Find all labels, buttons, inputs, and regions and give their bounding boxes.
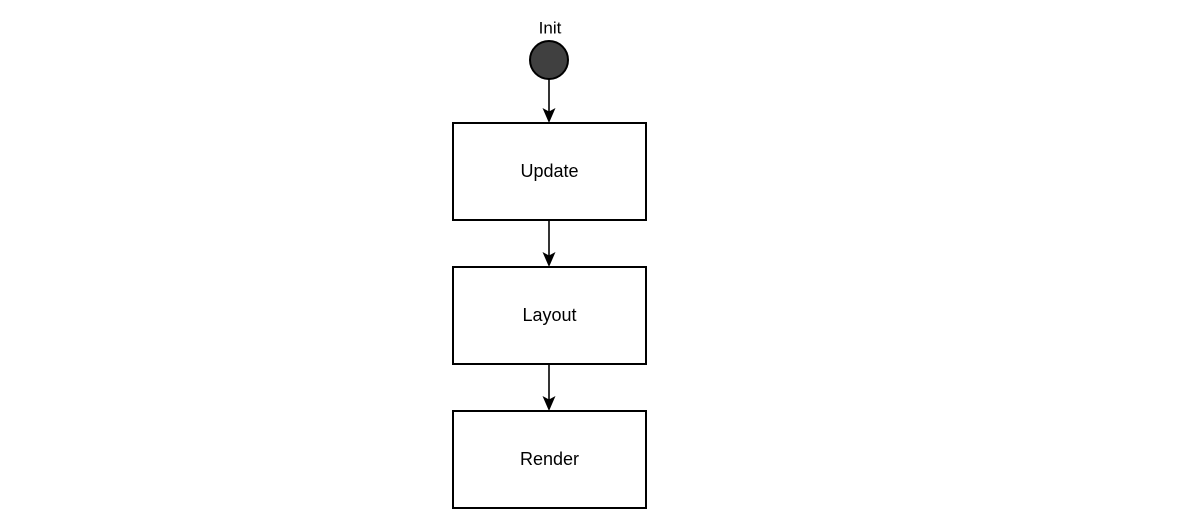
node-box[interactable] xyxy=(452,122,647,221)
edge-init-to-update xyxy=(542,79,556,123)
arrowhead-icon xyxy=(542,108,556,123)
edge-update-to-layout xyxy=(542,220,556,267)
arrowhead-icon xyxy=(542,396,556,411)
start-node-init[interactable]: Init xyxy=(529,18,569,80)
node-label: Layout xyxy=(522,305,576,325)
node-box[interactable] xyxy=(452,410,647,509)
node-layout[interactable]: Layout xyxy=(452,266,647,365)
node-update[interactable]: Update xyxy=(452,122,647,221)
start-node-label: Init xyxy=(539,18,562,37)
node-box[interactable] xyxy=(452,266,647,365)
node-render[interactable]: Render xyxy=(452,410,647,509)
node-label: Render xyxy=(520,449,579,469)
start-circle-icon[interactable] xyxy=(529,40,569,80)
arrowhead-icon xyxy=(542,252,556,267)
node-label: Update xyxy=(520,161,578,181)
edge-layout-to-render xyxy=(542,364,556,411)
